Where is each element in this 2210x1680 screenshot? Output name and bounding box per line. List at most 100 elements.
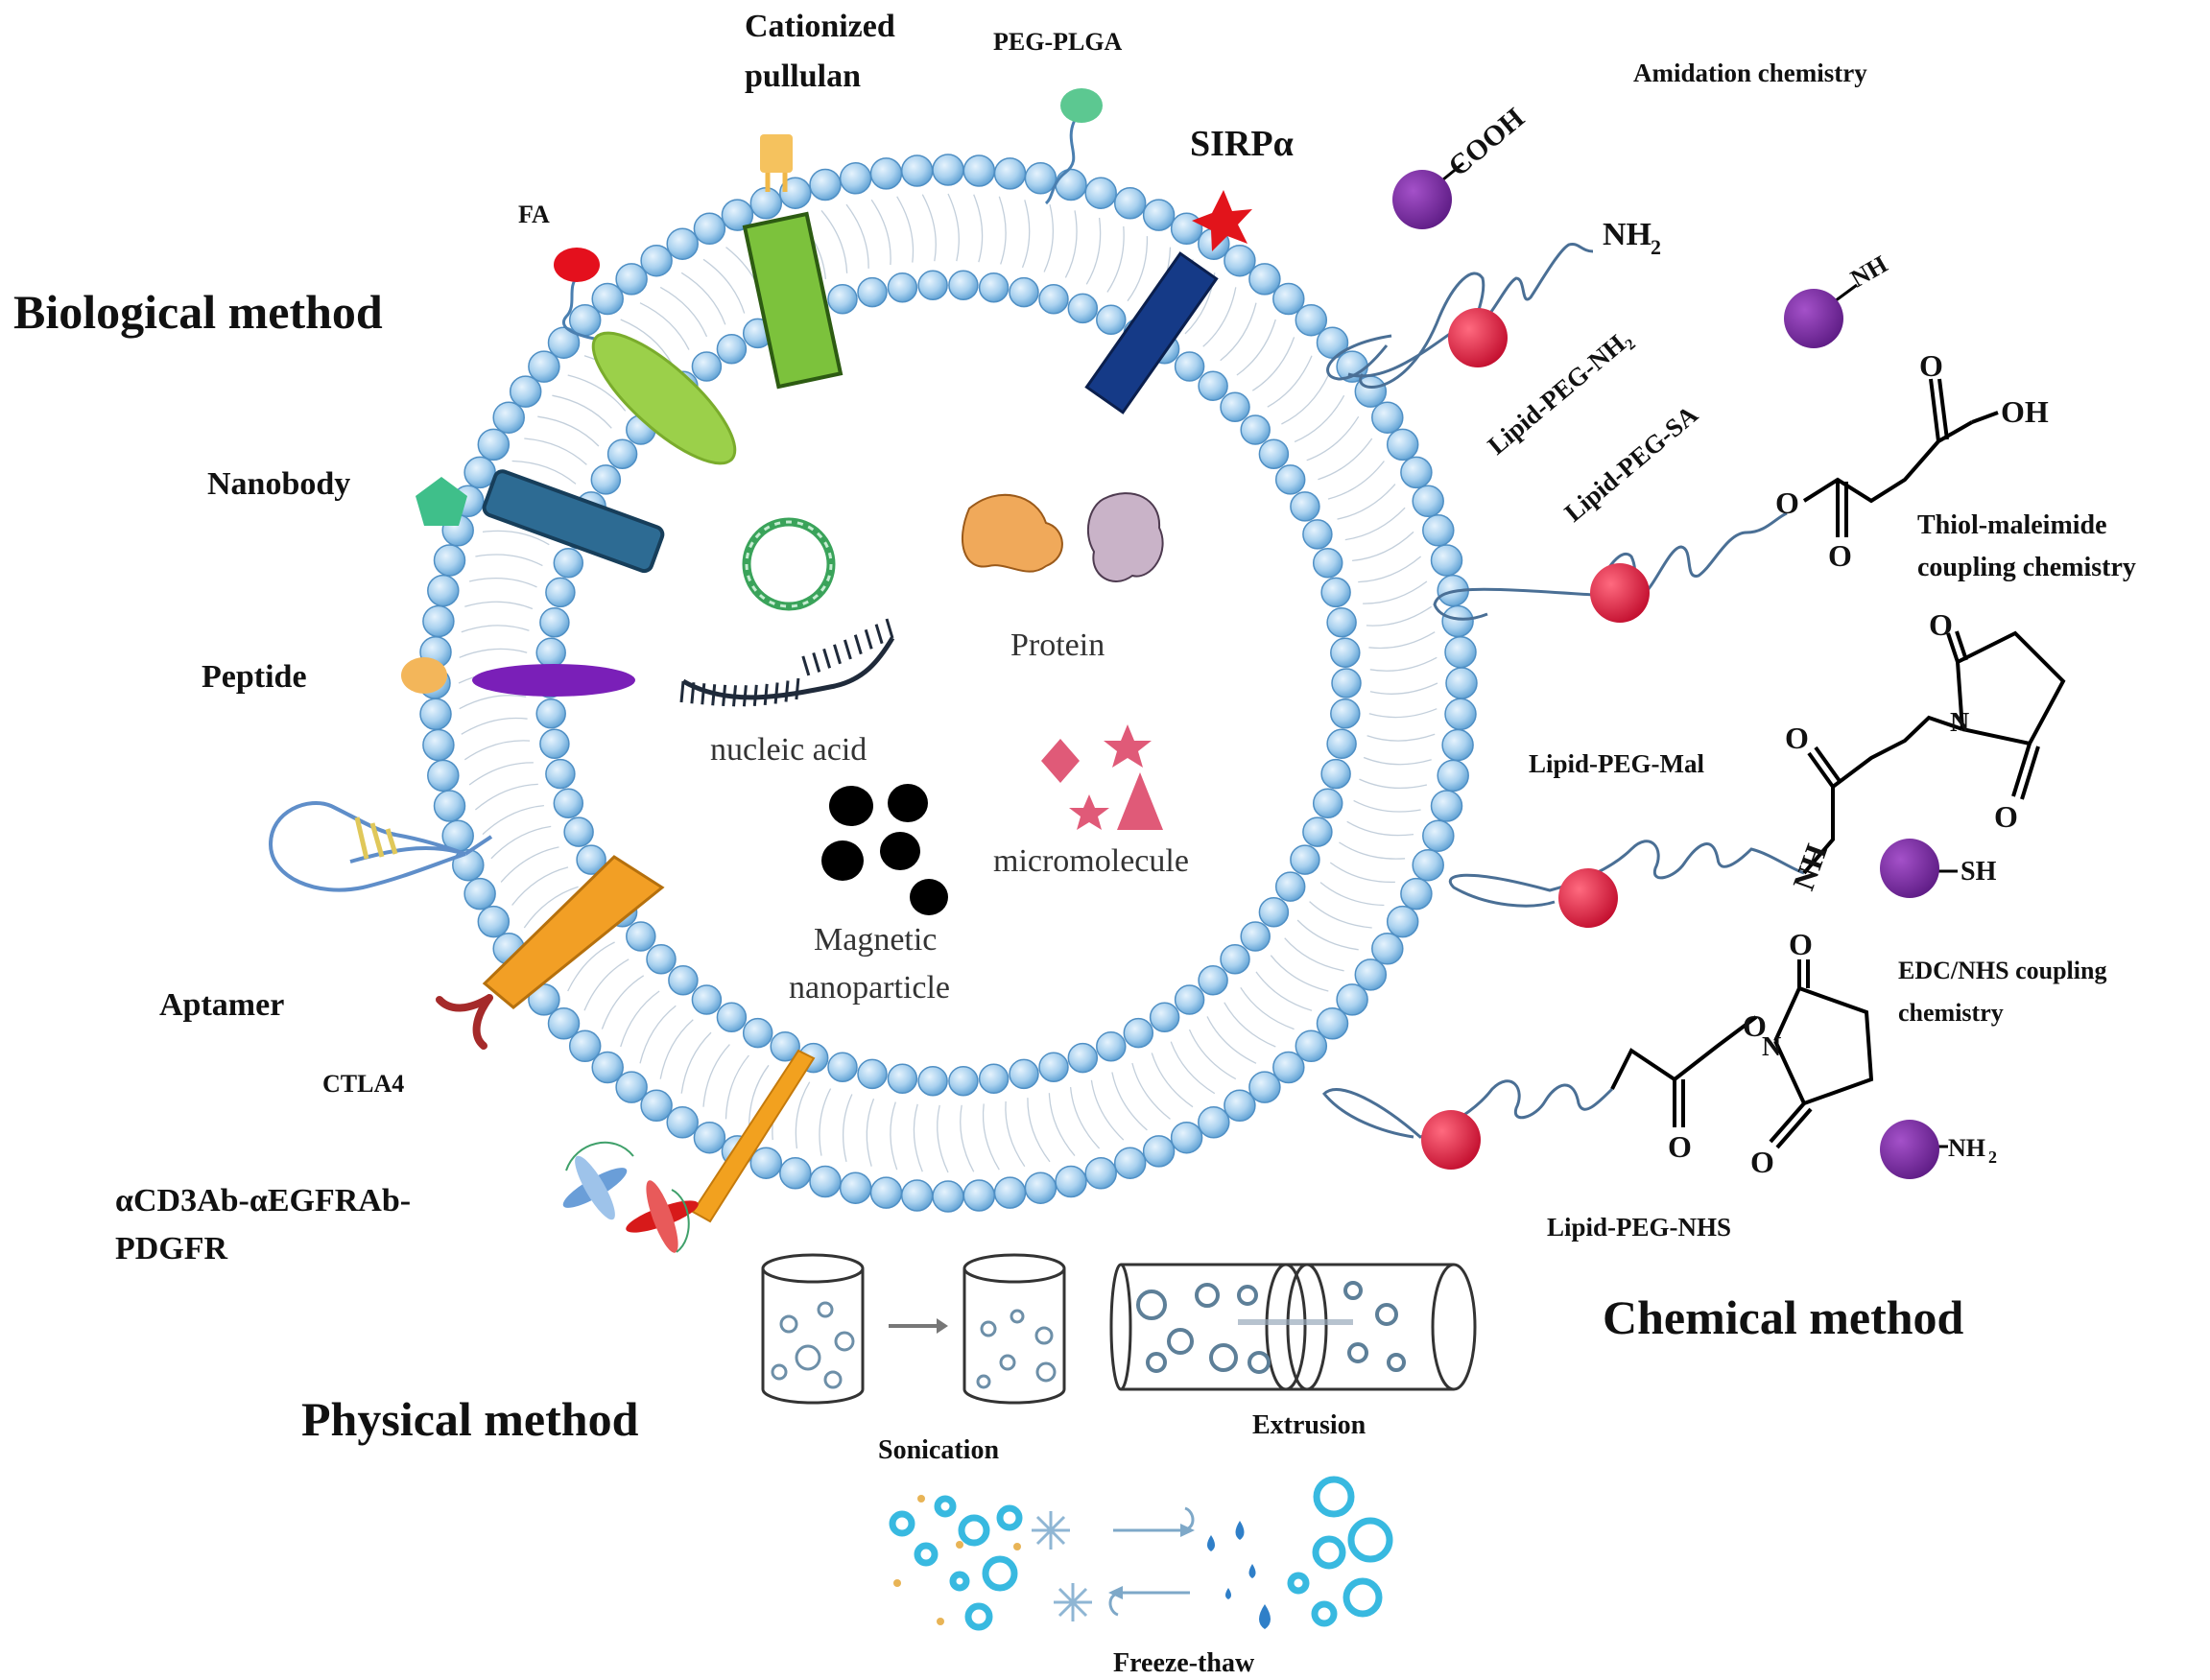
- lipid-head: [887, 272, 918, 303]
- nanobody-ligand: [416, 469, 665, 574]
- lipid-tail: [583, 958, 630, 1011]
- nanobody-label: Nanobody: [207, 466, 350, 502]
- lipid-head: [1067, 1042, 1099, 1074]
- lipid-tail: [1363, 580, 1428, 604]
- lipid-tail: [511, 866, 569, 906]
- lipid-head: [615, 1071, 648, 1103]
- lipid-tail: [1344, 507, 1406, 541]
- lipid-tail: [998, 196, 1007, 265]
- lipid-head: [1330, 637, 1361, 668]
- lipid-head: [1295, 1029, 1328, 1063]
- lipid-head: [900, 154, 934, 187]
- lipid-head: [477, 905, 511, 938]
- lipid-head: [563, 816, 594, 847]
- lipid-head: [691, 351, 723, 382]
- lipid-head: [962, 1179, 996, 1212]
- lipid-tail: [459, 695, 527, 710]
- lipid-tail: [1027, 1098, 1051, 1163]
- lipid-head: [1024, 162, 1057, 195]
- bispecific-label-line1: αCD3Ab-αEGFRAb-: [115, 1183, 411, 1219]
- lipid-head: [1174, 984, 1205, 1015]
- ctla4-label: CTLA4: [322, 1070, 404, 1098]
- protein-shapes: [961, 492, 1164, 582]
- lipid-tail: [1368, 631, 1436, 650]
- lipid-tail: [1337, 484, 1396, 520]
- lipid-tail: [725, 1054, 749, 1120]
- lipid-head: [749, 1147, 783, 1179]
- lipid-head: [547, 326, 581, 359]
- lipid-head: [721, 199, 754, 231]
- sh-label: SH: [1960, 857, 1997, 887]
- lipid-tail: [1188, 1029, 1237, 1080]
- lipid-head: [887, 1063, 918, 1095]
- magnetic-label-line1: Magnetic: [814, 922, 937, 958]
- lipid-head: [1444, 635, 1477, 669]
- lipid-tail: [680, 1031, 712, 1094]
- lipid-head: [1009, 1058, 1039, 1090]
- nh2-sub-top: 2: [1651, 235, 1661, 259]
- lipid-head: [568, 1029, 602, 1063]
- lipid-head: [693, 1121, 726, 1154]
- lipid-head: [1290, 491, 1320, 522]
- lipid-head: [1326, 728, 1357, 760]
- lipid-tail: [1043, 203, 1054, 272]
- lipid-head: [1400, 877, 1433, 911]
- lipid-tail: [973, 194, 984, 263]
- chemical-method-title: Chemical method: [1603, 1290, 1964, 1344]
- lipid-head: [1272, 282, 1305, 316]
- cooh-label: COOH: [1442, 102, 1530, 182]
- sa-acid-o: O: [1919, 348, 1943, 383]
- lipid-tail: [1151, 1053, 1194, 1108]
- lipid-tail: [1366, 733, 1436, 742]
- lipid-head: [1240, 414, 1271, 445]
- lipid-head: [770, 1030, 800, 1062]
- lipid-head: [917, 270, 948, 301]
- lipid-tail: [702, 1044, 730, 1107]
- lipid-head: [1113, 1147, 1147, 1179]
- lipid-tail: [620, 319, 673, 365]
- physical-method-title: Physical method: [301, 1392, 639, 1446]
- lipid-head: [809, 168, 842, 201]
- lipid-head: [1302, 519, 1333, 550]
- lipid-tail: [1294, 394, 1345, 443]
- lipid-peg-nhs-label: Lipid-PEG-NHS: [1547, 1213, 1731, 1242]
- extrusion-tube: [1109, 1263, 1477, 1391]
- ctla4-ligand: [436, 855, 665, 1050]
- lipid-head: [1084, 177, 1117, 209]
- lipid-head: [1444, 698, 1477, 731]
- mal-bottom-o: O: [1994, 799, 2018, 834]
- lipid-tail: [461, 625, 530, 633]
- lipid-head: [1142, 199, 1176, 231]
- lipid-tail: [1270, 955, 1329, 992]
- lipid-head: [1412, 848, 1444, 882]
- cooh-reagent: [1392, 161, 1464, 229]
- lipid-head: [1220, 391, 1250, 422]
- lipid-head: [978, 1063, 1010, 1095]
- lipid-tail: [567, 374, 627, 412]
- lipid-tail: [511, 460, 577, 485]
- lipid-head: [1336, 983, 1368, 1016]
- lipid-head: [1437, 759, 1469, 793]
- lipid-tail: [1170, 1041, 1216, 1095]
- sirpa-ligand: [1084, 190, 1252, 414]
- lipid-tail: [1127, 236, 1149, 302]
- lipid-head: [1371, 933, 1404, 965]
- lipid-head: [948, 270, 979, 301]
- lipid-tail: [1240, 986, 1295, 1030]
- lipid-tail: [1346, 820, 1414, 837]
- sirpa-label: SIRPα: [1190, 124, 1294, 164]
- lipid-tail: [1318, 438, 1373, 481]
- lipid-tail: [523, 886, 579, 929]
- aptamer-ligand: [268, 800, 493, 892]
- lipid-head: [1326, 606, 1357, 638]
- lipid-peg-nh2: [1326, 242, 1594, 389]
- lipid-head: [839, 1171, 872, 1204]
- nhs-ester-o: O: [1743, 1008, 1767, 1043]
- nh2-bottom-sub: 2: [1988, 1148, 1997, 1167]
- lipid-head: [1272, 1051, 1305, 1084]
- lipid-head: [1258, 897, 1290, 928]
- oh-label: OH: [2001, 394, 2049, 429]
- lipid-tail: [1369, 682, 1438, 695]
- lipid-tail: [702, 258, 746, 314]
- nh2-label-top: NH: [1603, 217, 1652, 252]
